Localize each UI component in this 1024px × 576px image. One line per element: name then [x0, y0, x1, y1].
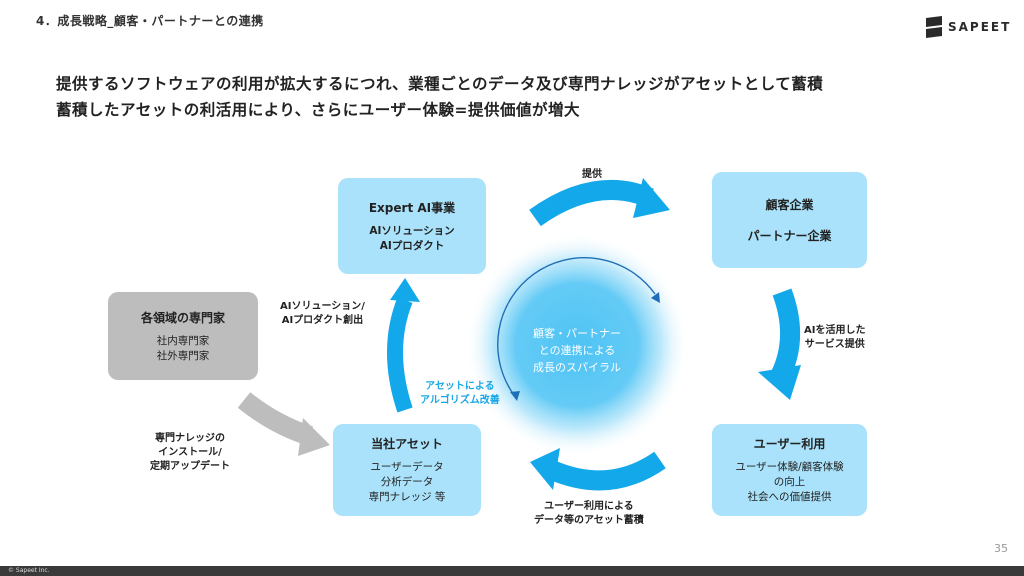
arrow-ai-service — [769, 288, 800, 385]
arrow-accumulate — [548, 451, 666, 491]
expert-ai-title: Expert AI事業 — [368, 200, 456, 215]
user-use-line-1: ユーザー体験/顧客体験 — [735, 461, 844, 473]
label-accumulate: ユーザー利用による データ等のアセット蓄積 — [534, 500, 644, 528]
headline-line-2: 蓄積したアセットの利活用により、さらにユーザー体験=提供価値が増大 — [56, 101, 580, 119]
label-improve-line-1: アセットによる — [425, 381, 495, 392]
expert-ai-box: Expert AI事業 AIソリューション AIプロダクト — [338, 178, 486, 274]
experts-title: 各領域の専門家 — [140, 310, 225, 325]
expert-ai-line-2: AIプロダクト — [379, 239, 445, 252]
label-ai-service-line-2: サービス提供 — [804, 339, 865, 350]
center-line-2: との連携による — [538, 344, 616, 357]
assets-line-1: ユーザーデータ — [370, 461, 444, 473]
label-create-line-1: AIソリューション/ — [280, 301, 365, 312]
center-line-1: 顧客・パートナー — [533, 327, 621, 340]
arrow-provide-head — [633, 178, 670, 218]
assets-title: 当社アセット — [371, 437, 443, 451]
label-install-line-1: 専門ナレッジの — [155, 433, 225, 444]
label-install: 専門ナレッジの インストール/ 定期アップデート — [150, 432, 230, 474]
customer-line-1: 顧客企業 — [765, 198, 814, 212]
copyright: © Sapeet Inc. — [8, 567, 50, 574]
experts-line-2: 社外専門家 — [156, 349, 210, 362]
user-use-box: ユーザー利用 ユーザー体験/顧客体験 の向上 社会への価値提供 — [712, 424, 867, 516]
user-use-line-3: 社会への価値提供 — [747, 491, 832, 503]
customer-box: 顧客企業 パートナー企業 — [712, 172, 867, 268]
inner-ring-arrowhead — [651, 292, 660, 303]
footer-bar — [0, 566, 1024, 576]
label-provide: 提供 — [582, 169, 602, 180]
center-glow — [465, 233, 689, 457]
page-number: 35 — [994, 542, 1008, 555]
label-create-line-2: AIプロダクト創出 — [281, 315, 364, 326]
label-improve-line-2: アルゴリズム改善 — [420, 395, 500, 406]
arrow-create — [387, 297, 413, 413]
assets-box: 当社アセット ユーザーデータ 分析データ 専門ナレッジ 等 — [333, 424, 481, 516]
assets-line-2: 分析データ — [380, 476, 434, 488]
user-use-title: ユーザー利用 — [753, 437, 826, 451]
logo-text: SAPEET — [948, 20, 1012, 34]
label-ai-service: AIを活用した サービス提供 — [804, 324, 865, 352]
arrow-install — [237, 392, 314, 446]
label-create: AIソリューション/ AIプロダクト創出 — [280, 300, 365, 328]
section-title: 4．成長戦略_顧客・パートナーとの連携 — [36, 14, 264, 28]
label-ai-service-line-1: AIを活用した — [804, 325, 866, 336]
experts-line-1: 社内専門家 — [156, 334, 210, 347]
sapeet-logo: SAPEET — [924, 14, 1014, 42]
center-caption: 顧客・パートナー との連携による 成長のスパイラル — [522, 325, 632, 376]
assets-line-3: 専門ナレッジ 等 — [368, 491, 446, 503]
experts-box: 各領域の専門家 社内専門家 社外専門家 — [108, 292, 258, 380]
center-line-3: 成長のスパイラル — [533, 361, 621, 374]
arrow-create-head — [390, 278, 420, 302]
arrow-ai-service-head — [758, 365, 801, 400]
arrow-install-head — [298, 418, 330, 456]
logo-mark-icon — [926, 16, 942, 38]
headline-line-1: 提供するソフトウェアの利用が拡大するにつれ、業種ごとのデータ及び専門ナレッジがア… — [56, 75, 824, 93]
inner-ring-arrowhead-2 — [510, 391, 520, 401]
label-improve: アセットによる アルゴリズム改善 — [420, 380, 500, 408]
label-accumulate-line-1: ユーザー利用による — [544, 501, 634, 512]
arrow-provide — [529, 180, 654, 227]
label-accumulate-line-2: データ等のアセット蓄積 — [534, 515, 644, 526]
arrow-accumulate-head — [530, 448, 560, 490]
label-install-line-3: 定期アップデート — [150, 461, 230, 472]
inner-ring-arrow — [497, 257, 656, 396]
customer-line-2: パートナー企業 — [747, 229, 832, 243]
user-use-line-2: の向上 — [773, 476, 806, 488]
label-install-line-2: インストール/ — [158, 447, 222, 458]
expert-ai-line-1: AIソリューション — [369, 224, 455, 237]
